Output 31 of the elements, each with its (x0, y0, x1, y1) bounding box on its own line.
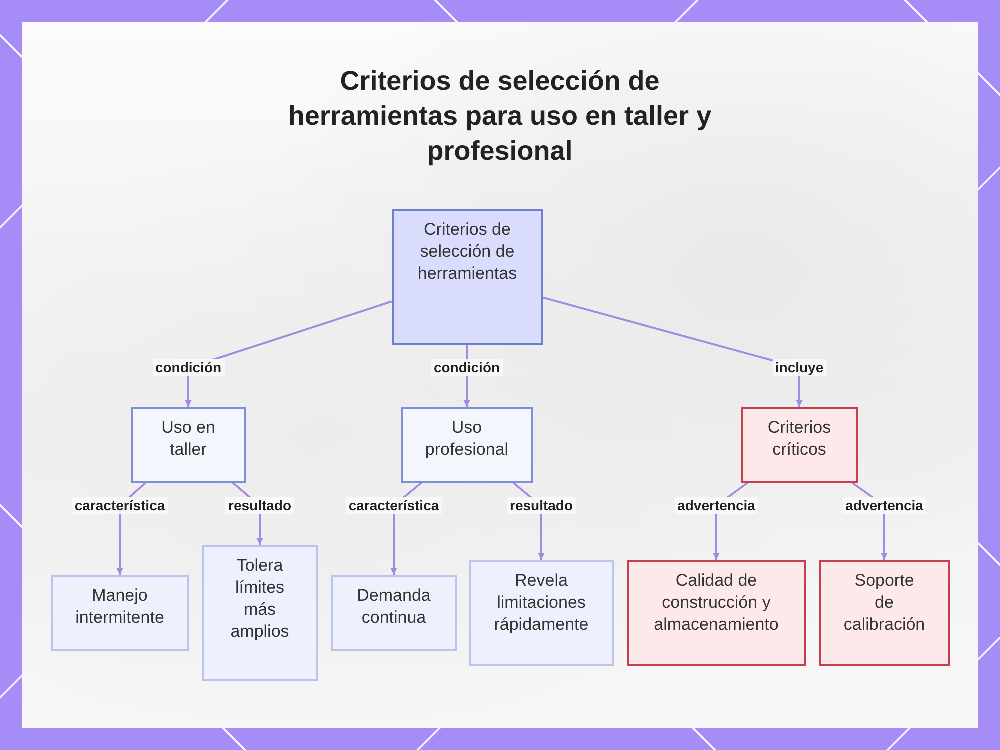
edge-label: condición (152, 360, 225, 376)
edge-label: condición (430, 360, 504, 376)
node-label: Soporte de calibración (844, 570, 926, 636)
edge-label: característica (346, 498, 442, 514)
connector-arrow (542, 296, 803, 407)
node-label: Manejo intermitente (74, 585, 166, 629)
edge-label: incluye (772, 360, 827, 376)
node-label: Tolera límites más amplios (230, 555, 290, 643)
node-label: Calidad de construcción y almacenamiento (653, 570, 780, 636)
concept-box (131, 407, 246, 483)
concept-box (51, 575, 189, 651)
diagram-title: Criterios de selección de herramientas para uso en taller y profesional (287, 65, 713, 168)
node-label: Uso en taller (160, 417, 216, 461)
node-label: Criterios de selección de herramientas (416, 219, 518, 285)
edge-label: advertencia (674, 498, 758, 514)
node-label: Revela limitaciones rápidamente (493, 570, 590, 636)
node-label: Demanda continua (356, 585, 432, 629)
node-label: Criterios críticos (766, 417, 832, 461)
concept-box (401, 407, 533, 483)
concept-box (331, 575, 457, 651)
concept-box (469, 560, 614, 666)
concept-box (741, 407, 858, 483)
edge-label: resultado (507, 498, 576, 514)
edge-label: característica (72, 498, 168, 514)
node-label: Uso profesional (424, 417, 510, 461)
concept-box (627, 560, 806, 666)
concept-box (819, 560, 950, 666)
edge-label: advertencia (842, 498, 926, 514)
concept-box (392, 209, 543, 345)
edge-label: resultado (226, 498, 294, 514)
concept-box (202, 545, 318, 681)
